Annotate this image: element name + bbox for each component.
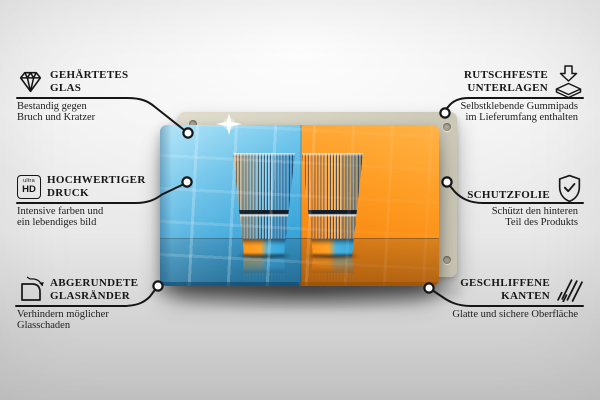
callout-tempered-glass: GEHÄRTETES GLAS Bestandig gegen Bruch un… (0, 65, 160, 123)
shield-check-icon (558, 174, 581, 203)
ground-shadow (150, 283, 462, 311)
printed-photo (160, 125, 439, 286)
callout-polished-edges: GESCHLIFFENE KANTEN Glatte und sichere O… (428, 273, 600, 321)
callout-title: RUTSCHFESTE UNTERLAGEN (464, 68, 548, 94)
glass-waterline (302, 209, 363, 217)
window-reflection-glare (160, 125, 439, 286)
rubber-pad-icon (555, 65, 582, 99)
glass-splashback-panel (160, 125, 439, 286)
callout-hd-print: ultra HD HOCHWERTIGER DRUCK Intensive fa… (0, 170, 160, 228)
callout-description: Bestandig gegen Bruch und Kratzer (17, 101, 96, 123)
callout-title: GESCHLIFFENE KANTEN (460, 276, 550, 302)
callout-title: ABGERUNDETE GLASRÄNDER (50, 276, 139, 302)
callout-title: GEHÄRTETES GLAS (50, 68, 129, 94)
callout-anti-slip-pads: RUTSCHFESTE UNTERLAGEN Selbstklebende Gu… (428, 65, 600, 123)
screw-hole-top-left (189, 120, 197, 128)
callout-title: SCHUTZFOLIE (467, 189, 550, 201)
photo-color-split (300, 125, 302, 286)
callout-rounded-edges: ABGERUNDETE GLASRÄNDER Verhindern möglic… (0, 273, 160, 331)
drinking-glass-left (233, 153, 295, 256)
callout-description: Glatte und sichere Oberfläche (452, 309, 578, 320)
callout-description: Schützt den hinteren Teil des Produkts (491, 206, 578, 228)
callout-description: Selbstklebende Gummipads im Lieferumfang… (460, 101, 578, 123)
polished-edges-icon (557, 279, 583, 302)
glass-tint (233, 153, 295, 256)
callout-description: Verhindern möglicher Glasschaden (17, 309, 109, 331)
glass-rim (233, 153, 295, 156)
glass-rim (302, 153, 363, 156)
drinking-glass-right (302, 153, 363, 256)
glass-base (233, 239, 295, 256)
glass-tint (302, 153, 363, 256)
callout-protective-film: SCHUTZFOLIE Schützt den hinteren Teil de… (428, 170, 600, 228)
ultra-hd-icon: ultra HD (17, 174, 41, 199)
callout-description: Intensive farben und ein lebendiges bild (17, 206, 104, 228)
rounded-corner-icon (21, 276, 44, 301)
screw-hole-bottom-right (443, 256, 451, 264)
screw-hole-top-right (443, 123, 451, 131)
photo-floor (160, 238, 439, 286)
glass-waterline (233, 209, 295, 217)
diamond-icon (19, 71, 42, 93)
callout-title: HOCHWERTIGER DRUCK (47, 173, 146, 199)
glass-base (302, 239, 363, 256)
